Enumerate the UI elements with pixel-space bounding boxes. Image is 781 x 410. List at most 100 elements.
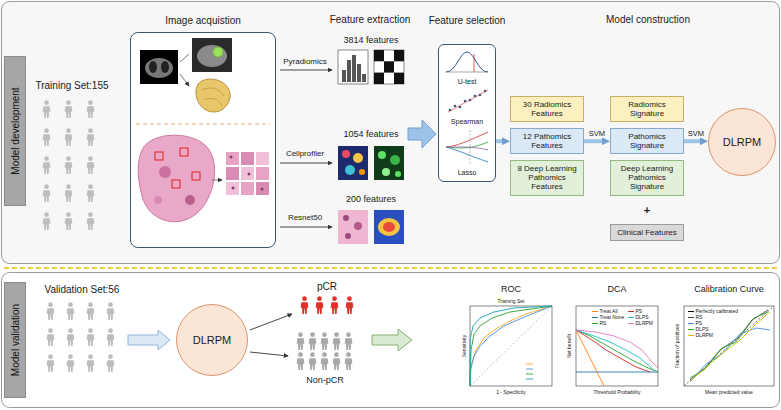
feature-selection-icons [446, 147, 488, 150]
node-text: DLRPM [723, 136, 762, 148]
validation-people [87, 328, 95, 346]
node-text: Radiomics Signature [614, 100, 680, 118]
calibration-chart [684, 306, 774, 386]
node-text: DLRPM [193, 334, 232, 346]
image-acquisition-art [192, 172, 200, 180]
flow-arrow [496, 139, 505, 143]
edge-label: SVM [687, 130, 705, 138]
non-pcr-people [297, 332, 353, 370]
chart-title: Calibration Curve [694, 285, 764, 295]
feature-extraction-icons [342, 150, 350, 158]
image-acquisition-art [248, 173, 251, 176]
feature-extraction-icons [345, 233, 351, 239]
validation-arrows [250, 314, 292, 330]
validation-arrows [128, 330, 170, 350]
axis-label: Threshold Probability [594, 390, 641, 396]
calibration-chart [684, 306, 774, 386]
training-people [87, 184, 95, 202]
signature-box: Deep Learning Pathomics Signature [610, 160, 684, 196]
text-label: 3814 features [343, 36, 398, 46]
legend-text: DLPS [636, 315, 649, 320]
text-label: Cellprofiler [286, 150, 324, 159]
training-people [43, 184, 51, 202]
legend-swatch [688, 323, 694, 325]
roc-chart [470, 306, 552, 386]
image-acquisition-art [155, 152, 163, 160]
feature-extraction-icons [374, 210, 404, 244]
validation-people [47, 302, 55, 320]
text-label: Non-pCR [306, 376, 344, 386]
legend-text: PS [696, 321, 703, 326]
image-acquisition-art [196, 79, 230, 112]
calibration-chart [690, 312, 770, 381]
legend-item: DLPS [688, 327, 709, 332]
legend-swatch [688, 329, 694, 331]
image-acquisition-art [256, 152, 269, 165]
legend-text: Treat All [600, 309, 618, 314]
roc-chart [470, 306, 552, 386]
validation-people [107, 328, 115, 346]
training-people [43, 156, 51, 174]
image-acquisition-art [226, 182, 239, 195]
image-acquisition-art [212, 180, 222, 181]
legend-text: DLRPM [696, 333, 714, 338]
extraction-arrows [280, 227, 332, 228]
image-acquisition-art [241, 167, 254, 180]
model-circle: DLRPM [708, 108, 776, 176]
dca-chart [576, 372, 658, 373]
roc-chart [470, 306, 552, 386]
extraction-arrows [280, 163, 332, 164]
extraction-arrows [280, 70, 332, 71]
clinical-box: Clinical Features [610, 224, 684, 241]
feature-extraction-icons [357, 64, 361, 82]
chart-title: DCA [607, 285, 626, 295]
feature-extraction-icons [374, 146, 404, 180]
non-pcr-people [333, 332, 341, 350]
training-people [87, 212, 95, 230]
calibration-chart [690, 328, 770, 382]
roc-chart [470, 306, 552, 386]
image-acquisition-art [256, 167, 269, 180]
feature-extraction-icons [359, 169, 365, 175]
feature-extraction-icons [390, 155, 400, 165]
group-heading: Feature selection [429, 15, 506, 26]
validation-people [67, 302, 75, 320]
node-text: 12 Pathomics Features [514, 132, 580, 150]
legend-item: DLPS [628, 315, 649, 320]
validation-arrows [372, 329, 412, 351]
validation-arrows [128, 314, 412, 356]
legend-swatch [592, 323, 598, 325]
feature-extraction-icons [352, 55, 356, 82]
feature-extraction-icons [338, 210, 368, 244]
node-text: 30 Radiomics Features [514, 100, 580, 118]
pcr-people [331, 296, 339, 314]
validation-arrows [250, 352, 288, 356]
roc-chart [470, 306, 552, 386]
legend-text: RS [600, 321, 607, 326]
dca-chart [576, 306, 658, 386]
feature-extraction-icons [374, 50, 404, 84]
legend-item: RS [592, 321, 606, 326]
legend-item: RS [688, 315, 702, 320]
pcr-people [301, 296, 309, 314]
node-text: Deep Learning Pathomics Signature [614, 164, 680, 192]
node-text: Pathomics Signature [614, 132, 680, 150]
feature-selection-icons [446, 132, 488, 147]
feature-extraction-icons [394, 73, 404, 84]
flow-arrow [684, 139, 703, 143]
feature-extraction-icons [408, 120, 436, 148]
roc-chart [470, 306, 552, 386]
chart-title: ROC [501, 285, 521, 295]
feature-selection-icons [438, 44, 496, 182]
legend-swatch [688, 317, 694, 319]
text-label: 1054 features [343, 130, 398, 140]
feature-extraction-icons [338, 50, 368, 84]
non-pcr-people [309, 352, 317, 370]
node-text: Clinical Features [614, 228, 680, 237]
stage-label-box: Model validation [4, 282, 26, 398]
calibration-chart [684, 306, 774, 386]
legend-text: Treat None [600, 315, 625, 320]
